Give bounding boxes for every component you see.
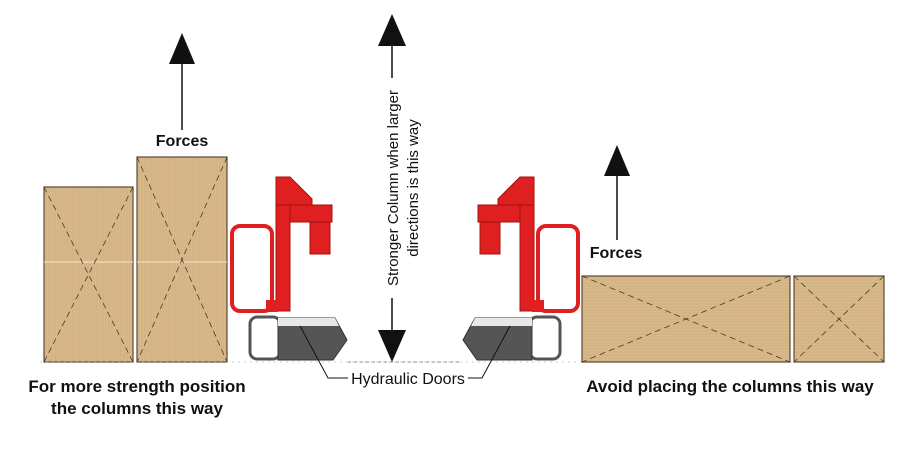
left-column-short <box>43 186 134 363</box>
right-column-short <box>793 275 885 363</box>
stronger-column-label-line1: Stronger Column when larger <box>385 90 402 286</box>
hydraulic-doors-label: Hydraulic Doors <box>351 371 465 388</box>
hydraulic-press-icon <box>230 176 348 361</box>
right-column-long <box>581 275 791 363</box>
forces-label-left: Forces <box>156 133 209 150</box>
good-caption-line1: For more strength position <box>28 377 245 396</box>
bad-caption: Avoid placing the columns this way <box>586 377 874 396</box>
left-column-group <box>43 156 228 363</box>
good-caption-line2: the columns this way <box>51 399 223 418</box>
double-arrow-icon <box>378 14 406 362</box>
forces-label-right: Forces <box>590 245 643 262</box>
stronger-column-label-line2: directions is this way <box>405 119 422 257</box>
hydraulic-press-icon <box>462 176 580 361</box>
right-column-group <box>581 275 885 363</box>
callout-lines <box>299 325 511 379</box>
arrow-up-icon <box>169 33 195 130</box>
left-column-tall <box>136 156 228 363</box>
arrow-up-icon <box>604 145 630 240</box>
